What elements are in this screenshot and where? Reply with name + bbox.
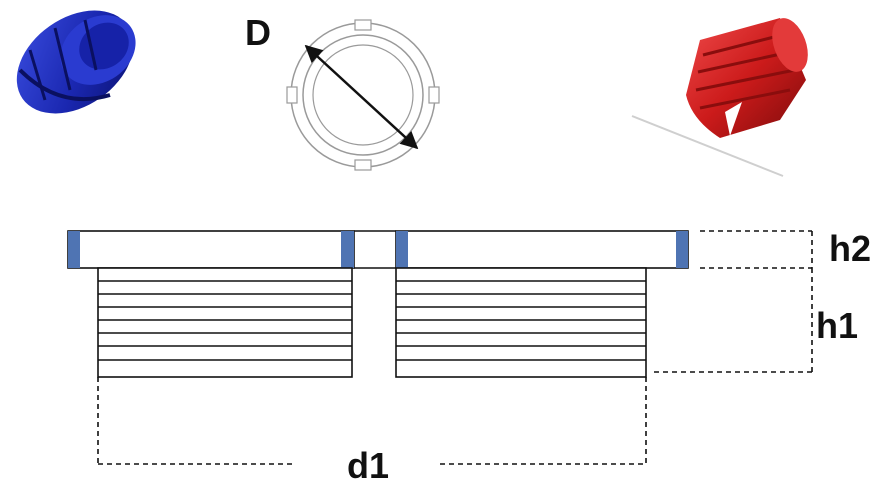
flange-marker: [341, 231, 354, 268]
plug-top-view: [286, 19, 440, 171]
diameter-arrow: [304, 44, 419, 150]
thread-section: [97, 267, 647, 378]
h2-label: h2: [829, 228, 871, 269]
flange-section: [67, 230, 689, 269]
flange-marker: [396, 231, 408, 268]
flange-right: [395, 230, 689, 269]
blue-plug-image: [16, 10, 136, 114]
diameter-label: D: [245, 12, 271, 53]
thread-body-right: [395, 267, 647, 378]
h1-label: h1: [816, 305, 858, 346]
flange-marker: [68, 231, 80, 268]
flange-left: [67, 230, 355, 269]
flange-marker: [676, 231, 688, 268]
dimension-lines: [97, 230, 813, 465]
red-plug-image: [631, 18, 808, 177]
d1-label: d1: [347, 445, 389, 486]
thread-body-left: [97, 267, 353, 378]
